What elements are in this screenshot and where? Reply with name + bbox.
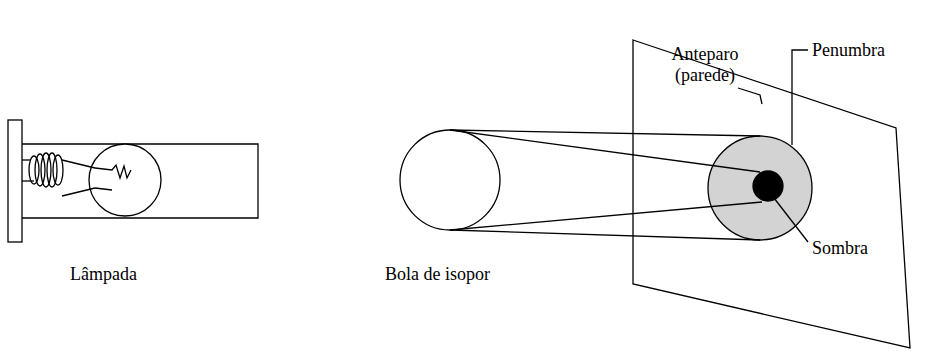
wall-label: Anteparo (parede)	[650, 44, 760, 86]
lamp-bulb	[62, 144, 161, 216]
umbra-disc	[753, 171, 783, 201]
leader-lines	[738, 50, 808, 242]
lamp-base	[8, 120, 22, 242]
penumbra-label: Penumbra	[812, 40, 885, 61]
penumbra-disc	[708, 136, 812, 240]
lamp-socket	[22, 153, 63, 187]
ball-label: Bola de isopor	[385, 264, 490, 285]
lamp-label: Lâmpada	[70, 264, 137, 285]
light-rays	[450, 130, 762, 240]
shadow-label: Sombra	[812, 238, 868, 259]
lamp-tube	[22, 144, 258, 218]
wall-screen	[633, 40, 910, 348]
styrofoam-ball	[400, 130, 500, 230]
